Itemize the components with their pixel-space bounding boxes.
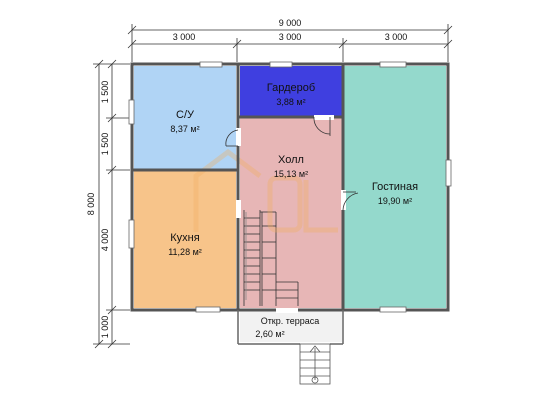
- staircase: [243, 210, 299, 306]
- room-terrace: [240, 310, 342, 342]
- watermark-logo: [193, 148, 338, 233]
- dim-left-1: 1 500: [100, 81, 110, 104]
- terrace-name: Откр. терраса: [261, 316, 320, 326]
- living-area: 19,90 м²: [378, 196, 412, 206]
- bathroom-name: С/У: [176, 109, 195, 121]
- hall-name: Холл: [278, 154, 304, 166]
- dim-top-2: 3 000: [279, 32, 302, 42]
- wardrobe-name: Гардероб: [267, 82, 315, 94]
- room-hall: [240, 118, 342, 308]
- room-bathroom: [134, 66, 236, 169]
- kitchen-name: Кухня: [170, 232, 199, 244]
- room-wardrobe: [240, 66, 342, 116]
- dim-left-4: 1 000: [100, 316, 110, 339]
- dim-total-height: 8 000: [86, 193, 96, 216]
- wardrobe-area: 3,88 м²: [276, 97, 305, 107]
- dim-total-width: 9 000: [279, 18, 302, 28]
- bathroom-area: 8,37 м²: [170, 124, 199, 134]
- dim-left-2: 1 500: [100, 133, 110, 156]
- room-kitchen: [134, 171, 236, 308]
- living-name: Гостиная: [372, 181, 418, 193]
- hall-area: 15,13 м²: [274, 169, 308, 179]
- top-dimensions: 9 000 3 000 3 000 3 000: [127, 18, 453, 62]
- room-living: [344, 66, 446, 308]
- windows: [128, 61, 452, 313]
- dim-top-3: 3 000: [385, 32, 408, 42]
- doors: [225, 115, 359, 313]
- terrace-steps: [299, 343, 331, 385]
- kitchen-area: 11,28 м²: [168, 247, 202, 257]
- terrace-area: 2,60 м²: [255, 329, 284, 339]
- dim-left-3: 4 000: [100, 229, 110, 252]
- left-dimensions: 8 000 1 500 1 500 4 000 1 000: [86, 59, 130, 349]
- dim-top-1: 3 000: [173, 32, 196, 42]
